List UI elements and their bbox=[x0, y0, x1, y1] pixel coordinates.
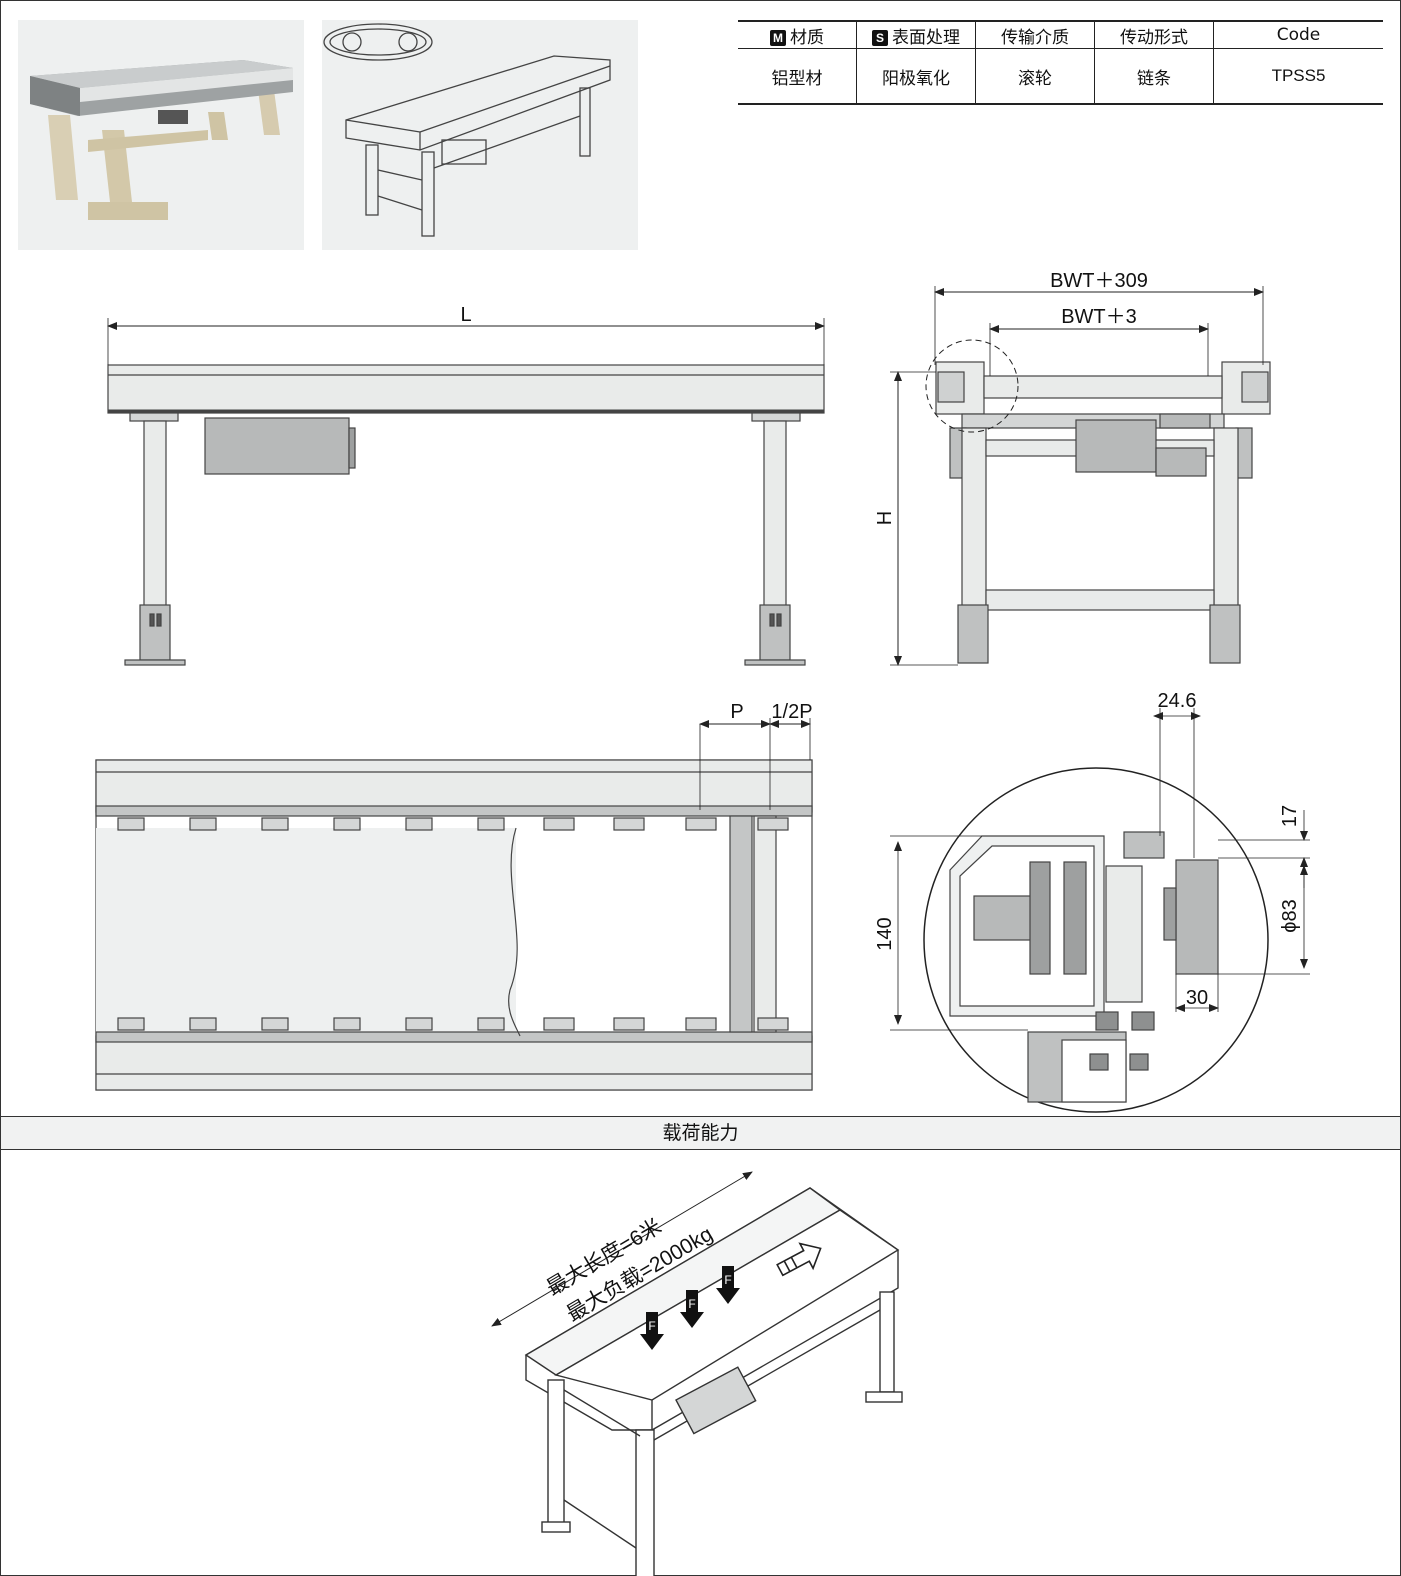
top-view-drawing bbox=[95, 759, 813, 1091]
spec-header-code: Code bbox=[1213, 20, 1383, 49]
conveyor-sketch bbox=[323, 23, 611, 237]
spec-header-label: Code bbox=[1276, 25, 1321, 45]
force-arrows: F F F bbox=[640, 1242, 822, 1350]
force-label: F bbox=[724, 1273, 731, 1287]
spec-value-drive: 链条 bbox=[1094, 48, 1214, 105]
surface-badge-icon: S bbox=[872, 29, 888, 46]
load-capacity-header: 载荷能力 bbox=[1, 1116, 1400, 1150]
detail-view-drawing: 24.6 17 ϕ83 30 140 bbox=[874, 690, 1310, 1113]
detail-callout-circle bbox=[925, 339, 1019, 433]
conveyor-photo-render bbox=[30, 60, 293, 220]
spec-value-code: TPSS5 bbox=[1213, 48, 1383, 105]
pitch-dimensions: P 1/2P bbox=[699, 701, 813, 810]
force-arrow-icon: F bbox=[716, 1266, 740, 1304]
width-dimensions: BWT＋309 BWT＋3 bbox=[934, 270, 1264, 376]
force-label: F bbox=[688, 1297, 695, 1311]
inner-width-label: BWT＋3 bbox=[1061, 306, 1137, 328]
force-arrow-icon: F bbox=[640, 1312, 664, 1350]
detail-width-label: 24.6 bbox=[1158, 690, 1197, 712]
roller-diameter-label: ϕ83 bbox=[1279, 899, 1301, 932]
spec-header-label: 材质 bbox=[790, 27, 824, 48]
detail-height-label: 140 bbox=[874, 917, 896, 950]
spec-header-label: 表面处理 bbox=[892, 27, 960, 48]
front-view-drawing bbox=[107, 364, 825, 666]
spec-value-material: 铝型材 bbox=[738, 48, 857, 105]
length-label: L bbox=[460, 304, 471, 326]
spec-value-medium: 滚轮 bbox=[975, 48, 1095, 105]
half-pitch-label: 1/2P bbox=[771, 701, 812, 723]
detail-bottom-width-label: 30 bbox=[1186, 987, 1208, 1009]
spec-header-drive: 传动形式 bbox=[1094, 20, 1214, 49]
side-view-drawing bbox=[935, 361, 1271, 664]
spec-header-label: 传动形式 bbox=[1120, 27, 1188, 48]
spec-header-label: 传输介质 bbox=[1001, 27, 1069, 48]
length-dimension: L bbox=[107, 304, 825, 365]
spec-header-medium: 传输介质 bbox=[975, 20, 1095, 49]
total-width-label: BWT＋309 bbox=[1050, 270, 1148, 292]
height-label: H bbox=[874, 511, 896, 525]
pitch-label: P bbox=[730, 701, 743, 723]
material-badge-icon: M bbox=[770, 29, 786, 46]
direction-arrow-icon bbox=[776, 1242, 822, 1277]
detail-top-height-label: 17 bbox=[1279, 805, 1301, 827]
force-label: F bbox=[648, 1319, 655, 1333]
product-photo bbox=[18, 20, 304, 250]
load-illustration bbox=[524, 1187, 903, 1576]
spec-value-surface: 阳极氧化 bbox=[856, 48, 976, 105]
spec-value-row: 铝型材 阳极氧化 滚轮 链条 TPSS5 bbox=[738, 48, 1383, 105]
force-arrow-icon: F bbox=[680, 1290, 704, 1328]
height-dimension: H bbox=[874, 371, 958, 666]
schematic-photo bbox=[322, 20, 638, 250]
